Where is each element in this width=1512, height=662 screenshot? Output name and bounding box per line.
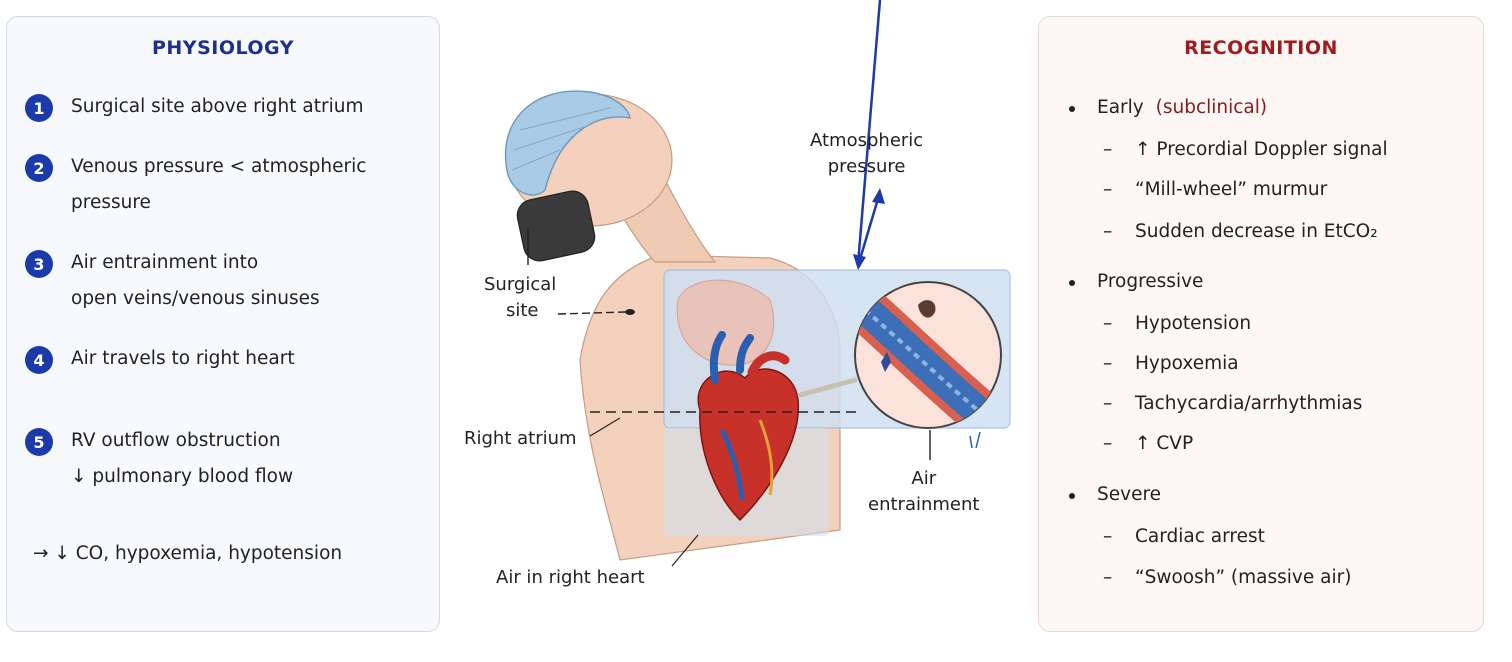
category-severe: Severe <box>1097 484 1162 505</box>
headrest <box>516 190 596 262</box>
progressive-item-2: Hypoxemia <box>1135 353 1239 374</box>
atmospheric-arrow <box>856 0 882 265</box>
progressive-item-4: ↑ CVP <box>1135 433 1194 454</box>
bullet-progressive <box>1069 280 1075 286</box>
category-early: Early (subclinical) <box>1097 97 1268 118</box>
label-right-atrium: Right atrium <box>464 428 577 449</box>
step-number-2: 2 <box>25 154 53 182</box>
severe-item-2: “Swoosh” (massive air) <box>1135 567 1352 588</box>
physiology-result: → ↓ CO, hypoxemia, hypotension <box>33 543 343 564</box>
early-item-2: “Mill-wheel” murmur <box>1135 179 1328 200</box>
step-4-line-1: Air travels to right heart <box>71 348 295 369</box>
step-5-line-2: ↓ pulmonary blood flow <box>71 466 294 487</box>
step-3-line-2: open veins/venous sinuses <box>71 288 320 309</box>
step-number-4: 4 <box>25 346 53 374</box>
recognition-panel: RECOGNITION Early (subclinical) – ↑ Prec… <box>1038 16 1484 632</box>
label-air-entrainment: Air entrainment <box>868 468 980 515</box>
label-surgical-site: Surgical site <box>484 274 557 321</box>
severe-item-1: Cardiac arrest <box>1135 526 1265 547</box>
early-item-3: Sudden decrease in EtCO₂ <box>1135 221 1378 242</box>
step-2-line-1: Venous pressure < atmospheric <box>71 156 367 177</box>
recognition-title: RECOGNITION <box>1184 37 1338 59</box>
step-number-3: 3 <box>25 250 53 278</box>
early-item-1: ↑ Precordial Doppler signal <box>1135 139 1388 160</box>
category-progressive: Progressive <box>1097 271 1204 292</box>
progressive-item-3: Tachycardia/arrhythmias <box>1135 393 1363 414</box>
step-number-1: 1 <box>25 94 53 122</box>
physiology-panel: PHYSIOLOGY 1 Surgical site above right a… <box>6 16 440 632</box>
label-air-in-right-heart: Air in right heart <box>496 567 645 588</box>
label-atmospheric-pressure: Atmospheric pressure <box>810 130 924 177</box>
step-2-line-2: pressure <box>71 192 151 213</box>
step-5-line-1: RV outflow obstruction <box>71 430 281 451</box>
early-qualifier: (subclinical) <box>1155 97 1268 118</box>
step-3-line-1: Air entrainment into <box>71 252 259 273</box>
air-bubble-icon <box>881 352 891 372</box>
bullet-severe <box>1069 493 1075 499</box>
step-1-line-1: Surgical site above right atrium <box>71 96 364 117</box>
surgical-cap <box>504 90 631 196</box>
step-number-5: 5 <box>25 428 53 456</box>
physiology-title: PHYSIOLOGY <box>151 37 294 59</box>
anatomy-figure: Atmospheric pressure Surgical site Right… <box>440 0 1038 658</box>
heart-icon <box>697 368 800 522</box>
bullet-early <box>1069 106 1075 112</box>
progressive-item-1: Hypotension <box>1135 313 1252 334</box>
patient-illustration <box>504 0 1011 567</box>
